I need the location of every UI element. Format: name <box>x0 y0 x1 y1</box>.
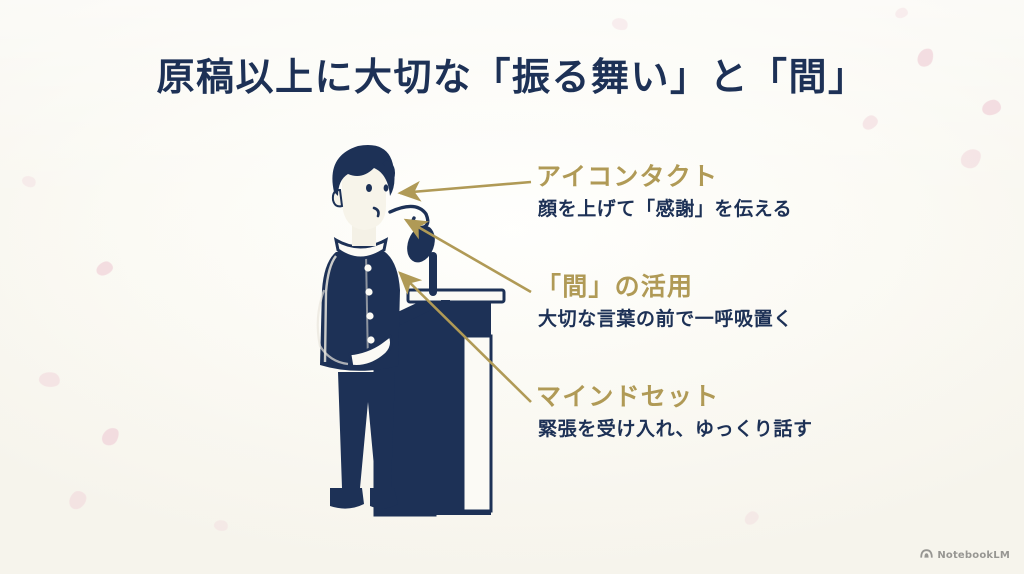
student-figure <box>316 145 400 509</box>
notebooklm-icon <box>920 546 934 564</box>
annotation-detail: 大切な言葉の前で一呼吸置く <box>538 307 793 330</box>
breath-swirl-icon <box>388 204 430 230</box>
annotation-block-eye-contact: アイコンタクト 顔を上げて「感謝」を伝える <box>536 162 966 221</box>
watermark-label: NotebookLM <box>937 549 1010 561</box>
annotation-detail: 顔を上げて「感謝」を伝える <box>538 197 793 220</box>
page-title: 原稿以上に大切な「振る舞い」と「間」 <box>156 54 868 99</box>
student-at-podium-illustration <box>290 140 560 535</box>
annotation-block-pause: 「間」の活用 大切な言葉の前で一呼吸置く <box>536 272 966 331</box>
annotation-heading: マインドセット <box>536 382 720 411</box>
annotation-heading: 「間」の活用 <box>536 272 694 301</box>
annotation-heading: アイコンタクト <box>536 162 719 191</box>
notebooklm-watermark: NotebookLM <box>920 546 1010 564</box>
annotation-detail: 緊張を受け入れ、ゆっくり話す <box>538 417 813 440</box>
annotation-block-mindset: マインドセット 緊張を受け入れ、ゆっくり話す <box>536 382 966 441</box>
